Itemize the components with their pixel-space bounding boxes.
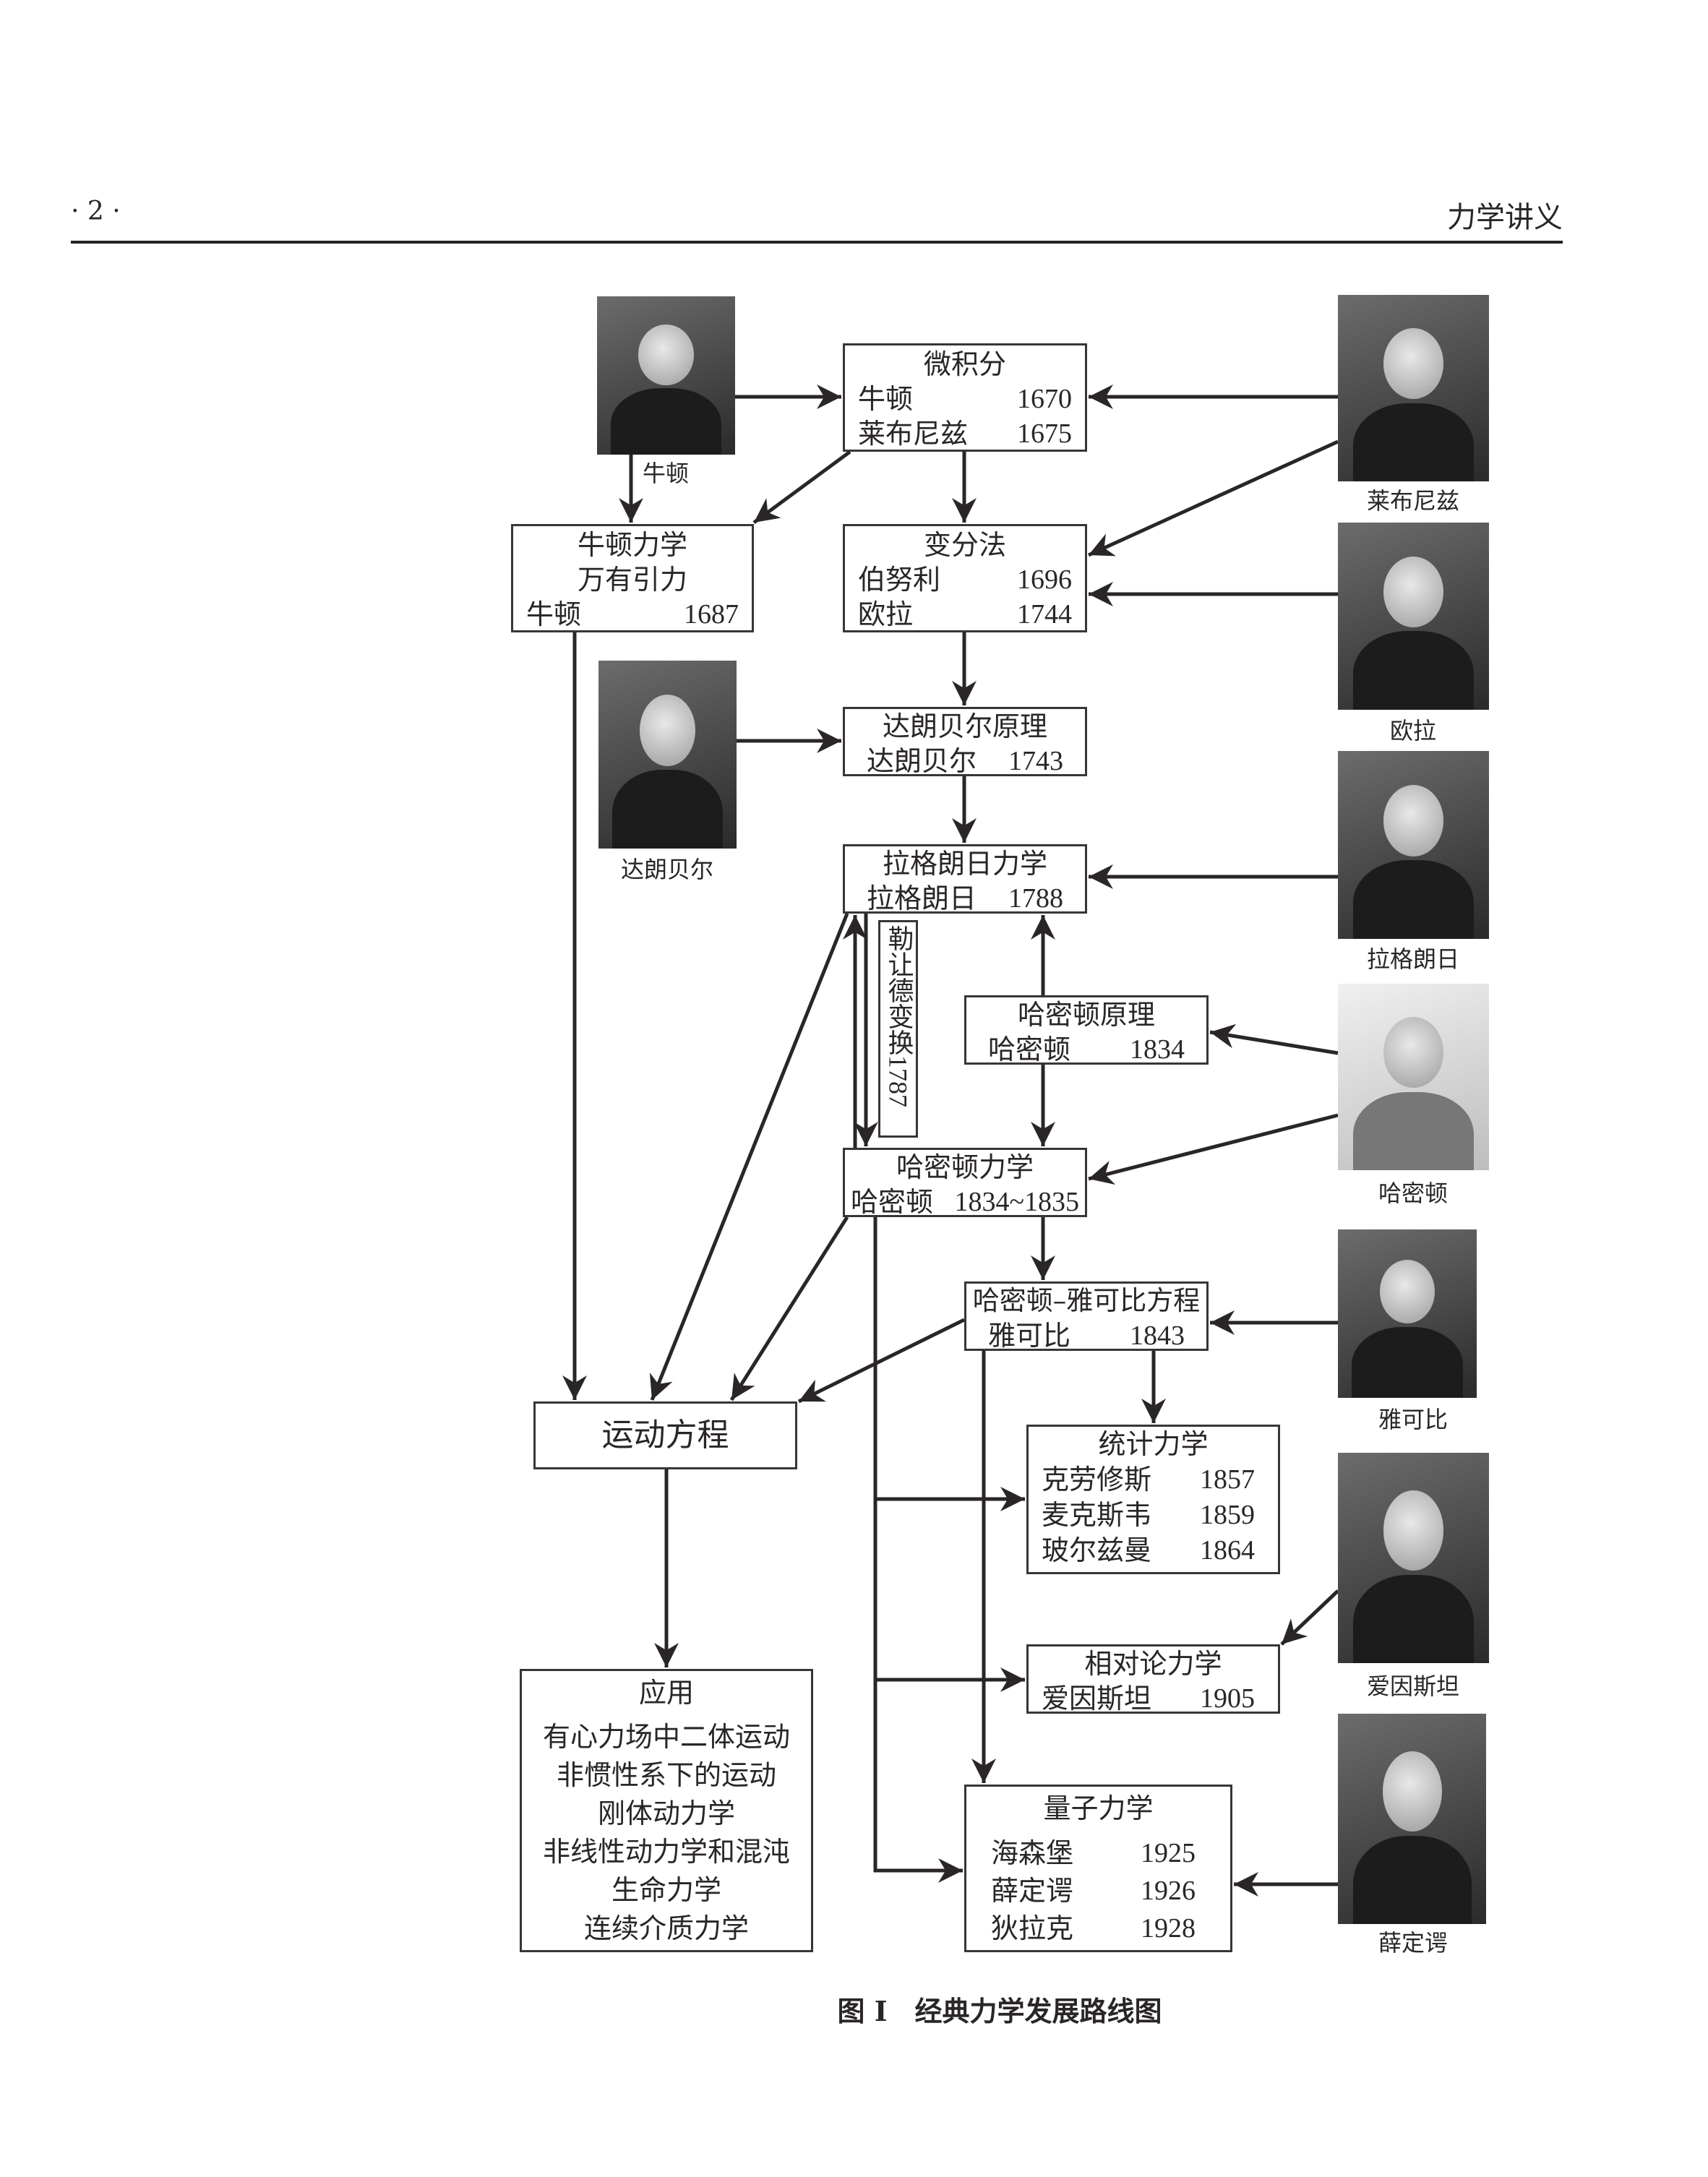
person: 薛定谔 bbox=[991, 1875, 1074, 1907]
einstein-label: 爱因斯坦 bbox=[1366, 1673, 1459, 1700]
year: 1687 bbox=[684, 599, 739, 630]
header-rule bbox=[71, 241, 1563, 244]
statistical-mechanics-box: 统计力学 克劳修斯 1857 麦克斯韦 1859 玻尔兹曼 1864 bbox=[1026, 1425, 1280, 1574]
box-title: 哈密顿原理 bbox=[1017, 999, 1155, 1031]
dalembert-box: 达朗贝尔原理 达朗贝尔 1743 bbox=[843, 707, 1087, 777]
person: 哈密顿 bbox=[851, 1186, 934, 1218]
year: 1696 bbox=[1017, 564, 1072, 595]
schrodinger-portrait bbox=[1338, 1714, 1486, 1924]
box-title: 量子力学 bbox=[1043, 1792, 1154, 1824]
person: 伯努利 bbox=[858, 564, 941, 596]
person: 牛顿 bbox=[526, 598, 582, 630]
box-title: 勒让德变换 bbox=[883, 925, 914, 1055]
person: 哈密顿 bbox=[988, 1034, 1071, 1065]
figure-caption: 图 I 经典力学发展路线图 bbox=[837, 1995, 1162, 2027]
euler-label: 欧拉 bbox=[1389, 717, 1436, 744]
list-item: 非惯性系下的运动 bbox=[556, 1759, 776, 1791]
person: 牛顿 bbox=[858, 383, 914, 415]
box-title: 拉格朗日力学 bbox=[882, 848, 1047, 880]
equation-of-motion-box: 运动方程 bbox=[533, 1401, 797, 1469]
person: 欧拉 bbox=[858, 598, 914, 630]
variational-box: 变分法 伯努利 1696 欧拉 1744 bbox=[843, 524, 1087, 632]
person: 狄拉克 bbox=[991, 1912, 1074, 1944]
person: 莱布尼兹 bbox=[858, 418, 969, 450]
leibniz-portrait bbox=[1338, 295, 1489, 481]
person: 海森堡 bbox=[991, 1837, 1074, 1869]
hamilton-portrait bbox=[1338, 984, 1489, 1170]
year: 1843 bbox=[1130, 1321, 1185, 1351]
list-item: 生命力学 bbox=[611, 1874, 721, 1906]
quantum-mechanics-box: 量子力学 海森堡 1925 薛定谔 1926 狄拉克 1928 bbox=[964, 1785, 1232, 1952]
hamilton-jacobi-box: 哈密顿–雅可比方程 雅可比 1843 bbox=[964, 1281, 1209, 1352]
list-item: 连续介质力学 bbox=[583, 1912, 749, 1944]
person: 达朗贝尔 bbox=[867, 745, 977, 777]
year: 1925 bbox=[1141, 1838, 1196, 1868]
newton-mechanics-box: 牛顿力学 万有引力 牛顿 1687 bbox=[511, 524, 754, 632]
year: 1743 bbox=[1008, 746, 1063, 776]
leibniz-label: 莱布尼兹 bbox=[1366, 487, 1459, 515]
jacobi-portrait bbox=[1338, 1229, 1477, 1398]
year: 1834~1835 bbox=[954, 1187, 1079, 1217]
list-item: 有心力场中二体运动 bbox=[542, 1721, 790, 1753]
dalembert-label: 达朗贝尔 bbox=[620, 856, 713, 883]
year: 1905 bbox=[1200, 1683, 1255, 1714]
person: 玻尔兹曼 bbox=[1042, 1534, 1152, 1566]
year: 1859 bbox=[1200, 1500, 1255, 1530]
hamilton-label: 哈密顿 bbox=[1378, 1180, 1448, 1207]
list-item: 非线性动力学和混沌 bbox=[542, 1836, 790, 1868]
lagrange-box: 拉格朗日力学 拉格朗日 1788 bbox=[843, 844, 1087, 914]
legendre-box: 勒让德变换 1787 bbox=[878, 920, 918, 1138]
box-title: 哈密顿–雅可比方程 bbox=[972, 1285, 1201, 1316]
box-title: 达朗贝尔原理 bbox=[882, 710, 1047, 742]
person: 雅可比 bbox=[988, 1320, 1071, 1352]
year: 1834 bbox=[1130, 1034, 1185, 1065]
box-title: 应用 bbox=[638, 1677, 694, 1709]
applications-box: 应用 有心力场中二体运动 非惯性系下的运动 刚体动力学 非线性动力学和混沌 生命… bbox=[520, 1669, 813, 1952]
book-title: 力学讲义 bbox=[1447, 201, 1563, 234]
box-title: 变分法 bbox=[923, 529, 1006, 561]
box-title: 相对论力学 bbox=[1084, 1648, 1222, 1680]
calculus-box: 微积分 牛顿 1670 莱布尼兹 1675 bbox=[843, 343, 1087, 452]
box-title: 运动方程 bbox=[601, 1417, 729, 1454]
newton-label: 牛顿 bbox=[642, 460, 689, 487]
box-title: 微积分 bbox=[923, 348, 1006, 380]
person: 拉格朗日 bbox=[867, 883, 977, 914]
year: 1675 bbox=[1017, 418, 1072, 449]
year: 1788 bbox=[1008, 883, 1063, 914]
year: 1926 bbox=[1141, 1876, 1196, 1906]
person: 麦克斯韦 bbox=[1042, 1499, 1152, 1531]
hamilton-principle-box: 哈密顿原理 哈密顿 1834 bbox=[964, 995, 1209, 1065]
hamilton-mechanics-box: 哈密顿力学 哈密顿 1834~1835 bbox=[843, 1148, 1087, 1218]
einstein-portrait bbox=[1338, 1453, 1489, 1663]
newton-portrait bbox=[597, 296, 735, 455]
year: 1670 bbox=[1017, 384, 1072, 414]
box-title: 统计力学 bbox=[1098, 1428, 1209, 1460]
year: 1864 bbox=[1200, 1535, 1255, 1566]
lagrange-portrait bbox=[1338, 751, 1489, 939]
list-item: 刚体动力学 bbox=[597, 1798, 735, 1829]
year: 1928 bbox=[1141, 1913, 1196, 1944]
jacobi-label: 雅可比 bbox=[1378, 1406, 1448, 1433]
year: 1857 bbox=[1200, 1464, 1255, 1495]
schrodinger-label: 薛定谔 bbox=[1378, 1929, 1448, 1957]
euler-portrait bbox=[1338, 523, 1489, 710]
year: 1787 bbox=[883, 1055, 913, 1107]
box-title: 哈密顿力学 bbox=[896, 1151, 1034, 1183]
person: 爱因斯坦 bbox=[1042, 1683, 1152, 1714]
page-number: · 2 · bbox=[71, 197, 121, 226]
person: 克劳修斯 bbox=[1042, 1464, 1152, 1495]
box-subtitle: 万有引力 bbox=[577, 564, 687, 596]
box-title: 牛顿力学 bbox=[577, 529, 687, 561]
dalembert-portrait bbox=[598, 661, 737, 849]
relativity-box: 相对论力学 爱因斯坦 1905 bbox=[1026, 1644, 1280, 1714]
lagrange-label: 拉格朗日 bbox=[1366, 945, 1459, 973]
year: 1744 bbox=[1017, 599, 1072, 630]
